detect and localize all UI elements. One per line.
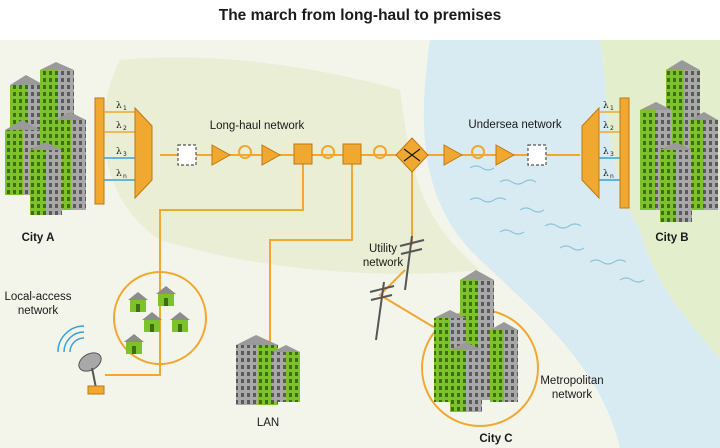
lambda-label: λ <box>603 147 609 157</box>
amplifier <box>495 144 516 166</box>
building <box>690 112 718 210</box>
utility-pole-icon <box>369 281 395 341</box>
fiber-coil <box>471 145 485 159</box>
building <box>660 142 692 222</box>
amplifier <box>211 144 232 166</box>
undersea-components <box>443 144 547 166</box>
fiber-coil <box>238 145 252 159</box>
house <box>170 312 190 332</box>
house <box>142 312 162 332</box>
city-b-label: City B <box>655 232 688 244</box>
undersea-label: Undersea network <box>468 119 562 131</box>
dashed-box <box>527 144 547 166</box>
lambda-label: λ <box>116 147 122 157</box>
lambda-sub: 3 <box>610 151 614 158</box>
land-shade <box>103 57 480 274</box>
waves <box>469 165 645 283</box>
long-haul-components <box>177 137 429 173</box>
local-access-label-2: network <box>18 305 59 317</box>
building <box>490 322 518 402</box>
metro-label-1: Metropolitan <box>540 375 603 387</box>
amplifier <box>443 144 464 166</box>
wavelengths-b: λ 1 λ 2 λ 3 λ n <box>603 101 614 180</box>
local-access-circle <box>113 271 207 365</box>
dashed-box <box>177 144 197 166</box>
house <box>124 334 144 354</box>
lambda-sub: 1 <box>123 105 127 112</box>
city-b-buildings <box>640 60 718 222</box>
metropolitan-network <box>421 270 539 427</box>
multiplexer-a <box>134 106 153 200</box>
local-access-link <box>105 160 304 376</box>
city-a-multiplexer: λ 1 λ 2 λ 3 λ n <box>94 97 153 205</box>
metro-label-2: network <box>552 389 593 401</box>
diagram-title: The march from long-haul to premises <box>219 7 502 24</box>
city-b-multiplexer: λ 1 λ 2 λ 3 λ n <box>581 97 630 209</box>
wavelengths-a: λ 1 λ 2 λ 3 λ n <box>116 101 127 180</box>
multiplexer-b <box>581 106 600 200</box>
lambda-sub: 3 <box>123 151 127 158</box>
lambda-sub: 1 <box>610 105 614 112</box>
lambda-label: λ <box>116 169 122 179</box>
building <box>30 142 62 215</box>
house <box>156 286 176 306</box>
lambda-sub: n <box>610 173 614 180</box>
utility-label-1: Utility <box>369 243 397 255</box>
water <box>423 40 720 448</box>
city-a-label: City A <box>22 232 55 244</box>
terrain <box>0 40 720 448</box>
fiber-coil <box>373 145 387 159</box>
satellite-dish-icon <box>57 325 105 395</box>
lambda-sub: 2 <box>123 125 127 132</box>
mux-bar-b <box>619 97 630 209</box>
city-a-buildings <box>5 62 86 215</box>
lambda-label: λ <box>603 101 609 111</box>
fiber-coil <box>321 145 335 159</box>
utility-label-2: network <box>363 257 404 269</box>
local-access-label-1: Local-access <box>4 291 71 303</box>
lambda-label: λ <box>603 169 609 179</box>
lambda-sub: n <box>123 173 127 180</box>
lan-label: LAN <box>257 417 279 429</box>
house <box>128 292 148 312</box>
utility-pole-icon <box>399 235 425 291</box>
lan-building <box>236 335 300 405</box>
lambda-label: λ <box>603 121 609 131</box>
building <box>450 342 482 412</box>
mux-bar-a <box>94 97 105 205</box>
lambda-label: λ <box>116 121 122 131</box>
amplifier <box>261 144 282 166</box>
add-drop-box <box>293 143 313 165</box>
city-c-label: City C <box>479 433 512 445</box>
lambda-sub: 2 <box>610 125 614 132</box>
local-access-network <box>113 271 207 365</box>
lan-link <box>269 160 353 350</box>
add-drop-box <box>342 143 362 165</box>
lambda-label: λ <box>116 101 122 111</box>
long-haul-label: Long-haul network <box>210 120 305 132</box>
